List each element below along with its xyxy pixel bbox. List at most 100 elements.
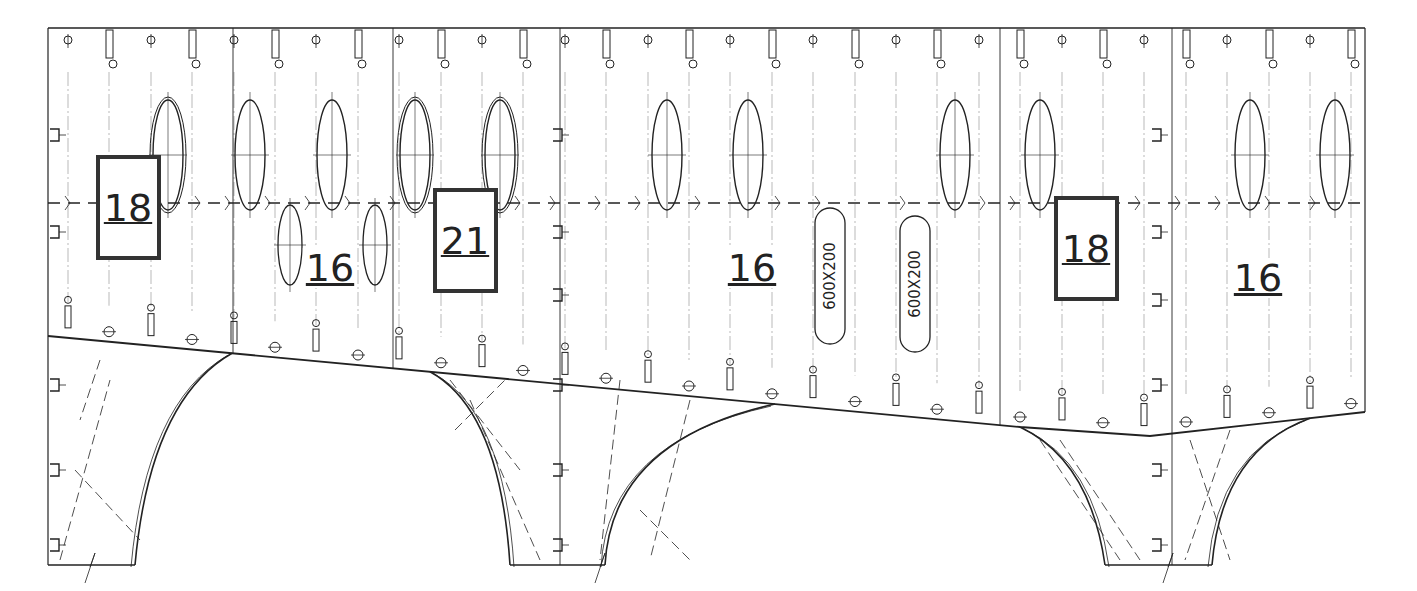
stiffener-trace (1227, 72, 1228, 391)
stiffener-symbol (434, 362, 448, 363)
stiffener-symbol (1183, 30, 1190, 58)
stiffener-symbol (1141, 404, 1147, 426)
stiffener-symbol (441, 60, 449, 68)
hole-centerline (359, 245, 391, 246)
hidden-line (1190, 440, 1230, 560)
break-mark (595, 553, 605, 583)
callout-number: 21 (441, 222, 489, 260)
stiffener-symbol (1266, 30, 1273, 58)
stiffener-symbol (109, 60, 117, 68)
stiffener-trace (1269, 72, 1270, 387)
stiffener-symbol (1096, 422, 1110, 423)
stiffener-symbol (68, 34, 69, 48)
longitudinal-symbol (50, 129, 59, 141)
stiffener-trace (68, 72, 69, 302)
stiffener-trace (813, 72, 814, 372)
dimension-tick (1310, 196, 1315, 210)
break-mark (1163, 553, 1173, 583)
stiffener-trace (606, 72, 607, 352)
dimension-tick (265, 196, 270, 210)
stiffener-symbol (937, 60, 945, 68)
stiffener-trace (1020, 72, 1021, 391)
dimension-tick (345, 196, 350, 210)
stiffener-symbol (313, 320, 320, 327)
hidden-line (1060, 440, 1140, 560)
stiffener-symbol (438, 30, 445, 58)
bracket-foot (1105, 564, 1212, 565)
stiffener-symbol (565, 34, 566, 48)
stiffener-symbol (765, 393, 779, 394)
stiffener-symbol (275, 60, 283, 68)
stiffener-symbol (1307, 386, 1313, 408)
longitudinal-symbol (59, 470, 66, 471)
web-frame-line (560, 28, 561, 565)
bracket-edge-flange (601, 406, 771, 567)
stiffener-symbol (1020, 60, 1028, 68)
hole-centerline (231, 155, 269, 156)
dimension-tick (1175, 196, 1180, 210)
stiffener-trace (523, 72, 524, 344)
longitudinal-symbol (1161, 135, 1168, 136)
stiffener-symbol (810, 366, 817, 373)
stiffener-symbol (976, 382, 983, 389)
dimension-tick (225, 196, 230, 210)
stiffener-symbol (810, 376, 816, 398)
stiffener-symbol (648, 34, 649, 48)
stiffener-symbol (689, 60, 697, 68)
plate-thickness-number: 16 (1231, 258, 1285, 298)
stiffener-symbol (934, 30, 941, 58)
hidden-line (1040, 440, 1120, 560)
dimension-tick (1265, 196, 1270, 210)
hidden-line (650, 400, 690, 560)
stiffener-symbol (358, 60, 366, 68)
hole-centerline (1316, 155, 1354, 156)
boxed-callout-number: 18 (96, 155, 161, 260)
stiffener-symbol (396, 327, 403, 334)
stiffener-symbol (813, 34, 814, 48)
hidden-line (60, 380, 110, 560)
bracket-edge-flange (131, 355, 228, 567)
stiffener-trace (275, 72, 276, 321)
hole-centerline (936, 155, 974, 156)
stiffener-symbol (1224, 386, 1231, 393)
bracket-foot (510, 564, 605, 565)
stiffener-symbol (686, 30, 693, 58)
stiffener-symbol (65, 306, 71, 328)
longitudinal-symbol (553, 539, 562, 551)
longitudinal-symbol (50, 464, 59, 476)
longitudinal-symbol (562, 385, 569, 386)
stiffener-symbol (645, 351, 652, 358)
hidden-line (450, 380, 520, 470)
deck-line (48, 27, 1365, 29)
longitudinal-symbol (1152, 294, 1161, 306)
dimension-tick (65, 196, 70, 210)
stiffener-symbol (599, 378, 613, 379)
stiffener-symbol (268, 347, 282, 348)
stiffener-symbol (65, 296, 72, 303)
stiffener-symbol (231, 312, 238, 319)
stiffener-symbol (603, 30, 610, 58)
longitudinal-symbol (553, 129, 562, 141)
hole-centerline (1231, 155, 1269, 156)
longitudinal-symbol (1161, 545, 1168, 546)
stiffener-trace (192, 72, 193, 313)
stiffener-symbol (1062, 34, 1063, 48)
slot-opening (815, 208, 845, 344)
longitudinal-symbol (562, 470, 569, 471)
stiffener-symbol (1103, 60, 1111, 68)
stiffener-symbol (516, 370, 530, 371)
longitudinal-symbol (562, 135, 569, 136)
longitudinal-symbol (553, 464, 562, 476)
longitudinal-symbol (59, 545, 66, 546)
stiffener-trace (565, 72, 566, 348)
hidden-line (80, 360, 100, 420)
hole-centerline (396, 155, 434, 156)
stiffener-symbol (1100, 30, 1107, 58)
stiffener-symbol (1224, 395, 1230, 417)
longitudinal-symbol (1152, 464, 1161, 476)
stiffener-symbol (102, 331, 116, 332)
stiffener-symbol (1307, 377, 1314, 384)
bracket-edge-flange (1024, 429, 1109, 567)
